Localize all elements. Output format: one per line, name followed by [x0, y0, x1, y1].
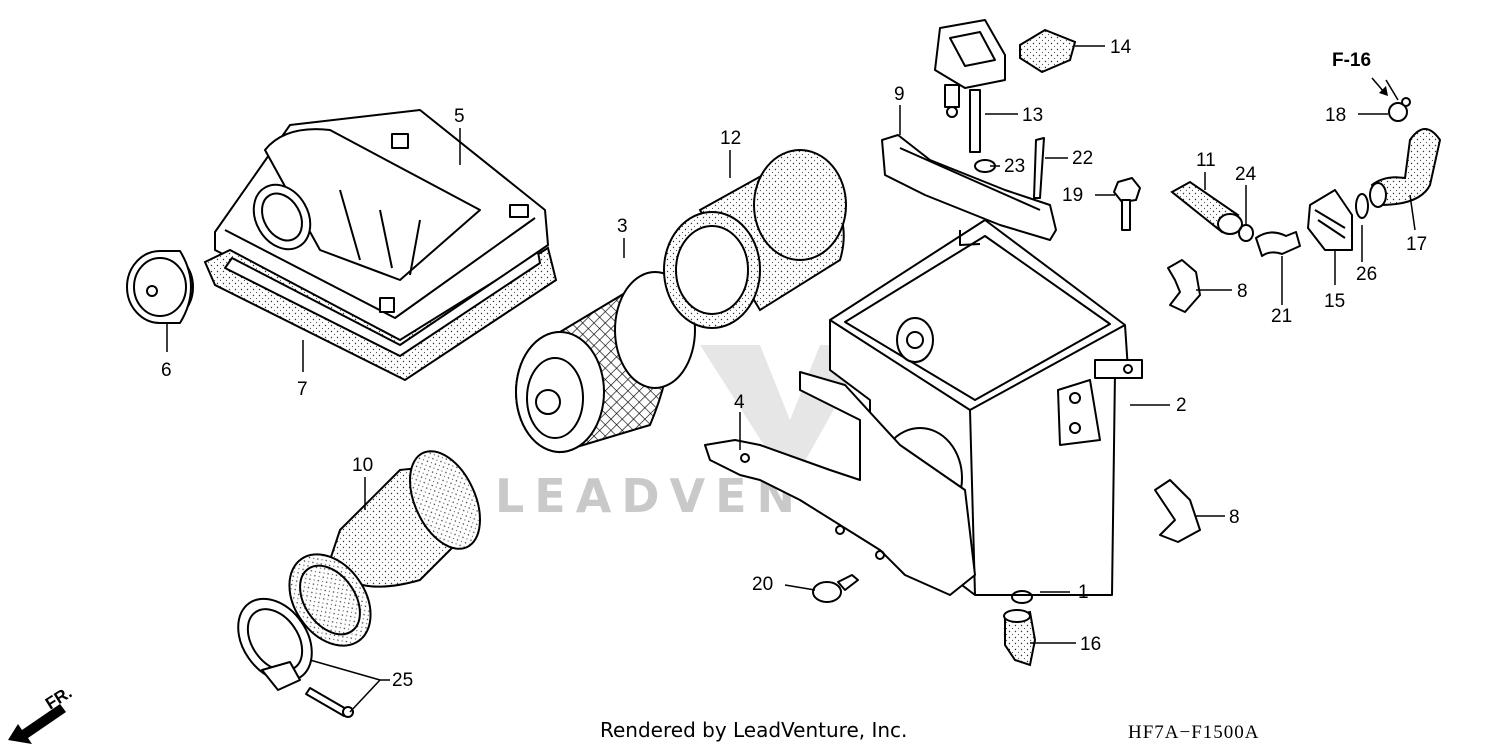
callout-12: 12 [720, 128, 741, 149]
part-8-clamp-lower[interactable] [1154, 479, 1201, 543]
reference-f16[interactable]: F-16 [1332, 50, 1388, 96]
part-18-clip[interactable] [1388, 97, 1411, 122]
part-19-bolt[interactable] [1113, 177, 1141, 231]
part-12-foam-filter[interactable] [663, 149, 847, 329]
part-26-clip[interactable] [1355, 193, 1369, 219]
part-13-check-tube[interactable] [934, 19, 1006, 153]
part-22-pin[interactable] [1033, 137, 1045, 199]
diagram-code: HF7A−F1500A [1128, 722, 1260, 743]
callout-1: 1 [1078, 582, 1089, 603]
callout-8-lower: 8 [1229, 507, 1240, 528]
reference-label[interactable]: F-16 [1332, 50, 1371, 71]
front-label: FR. [42, 683, 75, 714]
callout-25: 25 [392, 670, 413, 691]
callout-8-upper: 8 [1237, 281, 1248, 302]
callout-3: 3 [617, 216, 628, 237]
callout-13: 13 [1022, 105, 1043, 126]
part-15-separator[interactable] [1307, 189, 1353, 251]
part-24-clip[interactable] [1238, 224, 1254, 242]
callout-4: 4 [734, 392, 745, 413]
part-17-hose[interactable] [1369, 128, 1442, 208]
callout-6: 6 [161, 360, 172, 381]
callout-26: 26 [1356, 264, 1377, 285]
callout-21: 21 [1271, 306, 1292, 327]
part-9-strap[interactable] [881, 134, 1057, 241]
part-3-element-housing[interactable] [515, 271, 696, 454]
callout-9: 9 [894, 84, 905, 105]
part-14-sponge[interactable] [1019, 28, 1077, 74]
part-11-tube[interactable] [1170, 180, 1243, 235]
reference-arrow-icon [1379, 86, 1388, 96]
callout-23: 23 [1004, 156, 1025, 177]
callout-14: 14 [1110, 37, 1132, 58]
footer-credit: Rendered by LeadVenture, Inc. [600, 718, 907, 742]
leader-lines [166, 45, 1416, 713]
part-25-band-clamp[interactable] [223, 585, 354, 718]
part-6-plug[interactable] [126, 250, 194, 324]
callout-22: 22 [1072, 148, 1093, 169]
front-indicator: FR. [8, 683, 75, 744]
part-7-gasket[interactable] [203, 246, 558, 382]
callout-7: 7 [297, 379, 308, 400]
part-21-drain-tube[interactable] [1255, 231, 1301, 257]
callout-15: 15 [1324, 291, 1345, 312]
part-16-drain-plug[interactable] [1003, 609, 1037, 667]
part-20-grommet[interactable] [812, 574, 859, 603]
callout-labels: 1 2 3 4 5 6 7 8 8 9 10 11 12 13 14 15 16… [161, 37, 1427, 691]
part-10-connecting-tube[interactable] [273, 440, 495, 661]
callout-17: 17 [1406, 234, 1427, 255]
callout-20: 20 [752, 574, 773, 595]
callout-5: 5 [454, 106, 465, 127]
callout-11: 11 [1196, 150, 1216, 171]
front-arrow-icon [8, 704, 66, 744]
callout-19: 19 [1062, 185, 1083, 206]
callout-10: 10 [352, 455, 373, 476]
part-5-case-cover[interactable] [214, 109, 549, 341]
part-8-clamp-upper[interactable] [1167, 259, 1201, 313]
callout-18: 18 [1325, 105, 1346, 126]
callout-2: 2 [1176, 395, 1187, 416]
callout-16: 16 [1080, 634, 1101, 655]
part-1-clip[interactable] [1011, 590, 1033, 604]
part-4-stay[interactable] [704, 371, 976, 596]
callout-24: 24 [1235, 164, 1257, 185]
